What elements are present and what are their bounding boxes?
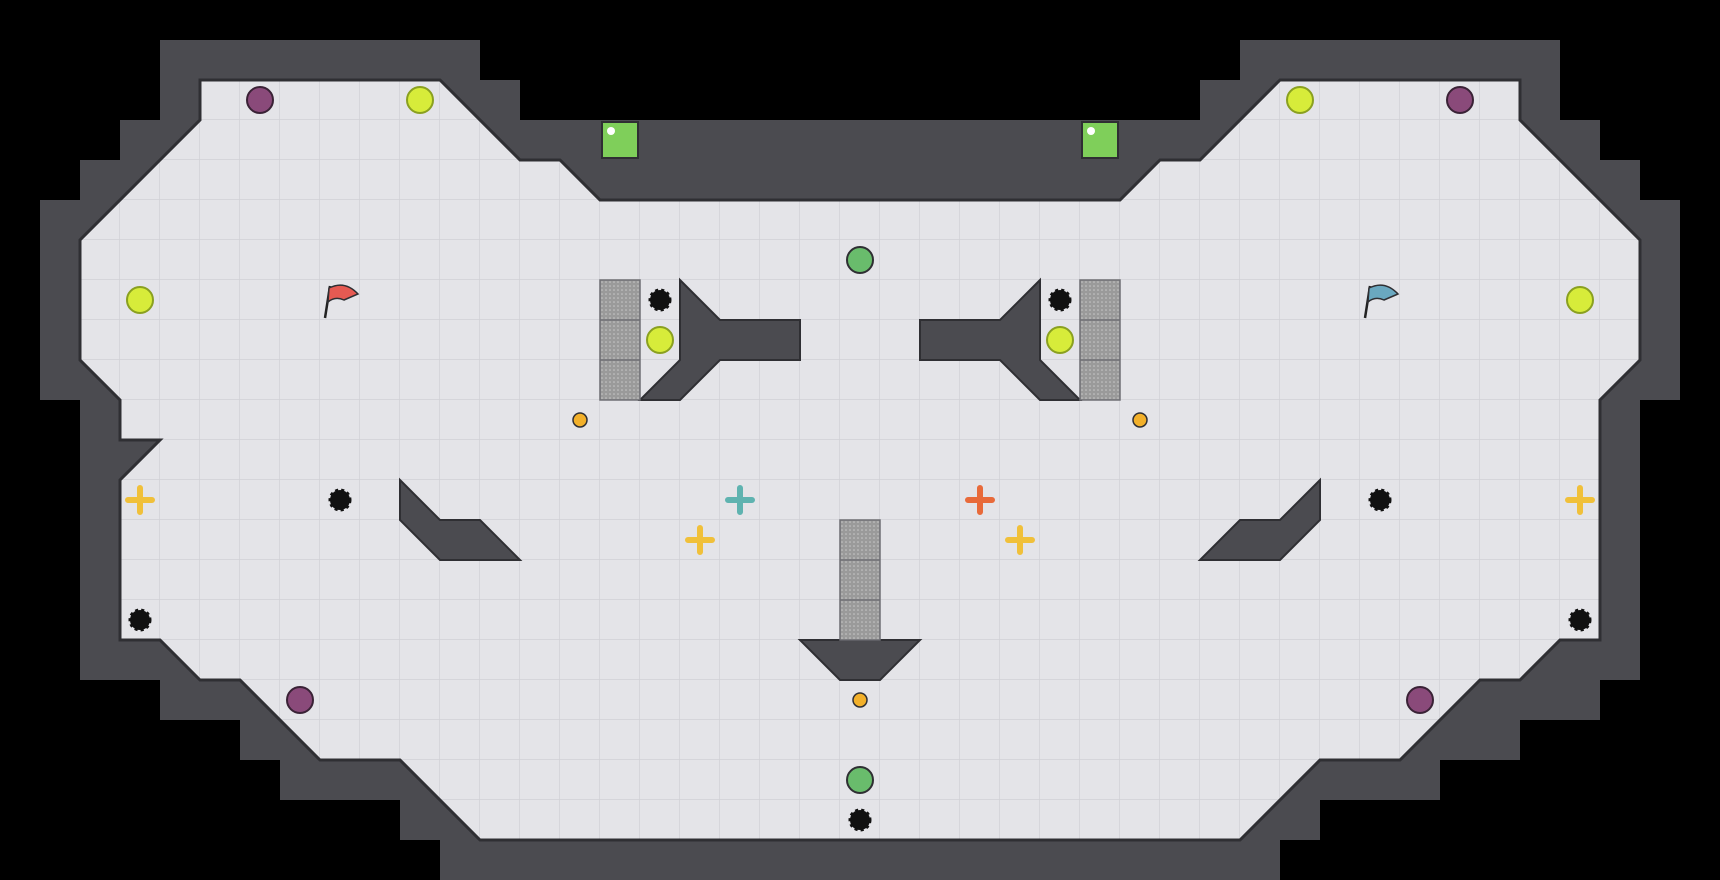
spike-icon: [848, 808, 872, 832]
boost-red-icon: [965, 485, 995, 515]
wall-ramp-right: [1197, 477, 1321, 561]
boost-icon: [1005, 525, 1035, 555]
boost-blue-icon: [725, 485, 755, 515]
tokens: [572, 412, 1148, 708]
spike-icon: [128, 608, 152, 632]
boost-icon: [685, 525, 715, 555]
boost-icon: [1565, 485, 1595, 515]
portal-icon: [601, 121, 639, 159]
gate-right: [1079, 279, 1121, 401]
powerup-icon: [846, 766, 874, 794]
spike-icon: [1368, 488, 1392, 512]
wall-ramp-left: [399, 477, 523, 561]
speed-pad-icon: [126, 286, 154, 314]
bomb-icon: [1406, 686, 1434, 714]
speed-pads: [126, 86, 1594, 354]
powerup-icon: [846, 246, 874, 274]
bombs: [246, 86, 1474, 714]
spikes: [128, 288, 1592, 832]
portal-icon: [1081, 121, 1119, 159]
speed-pad-icon: [646, 326, 674, 354]
token-icon: [1132, 412, 1148, 428]
token-icon: [572, 412, 588, 428]
gate-left: [599, 279, 641, 401]
gate-center: [839, 519, 881, 641]
speed-pad-icon: [406, 86, 434, 114]
spike-icon: [1048, 288, 1072, 312]
spike-icon: [648, 288, 672, 312]
boosts: [125, 485, 1595, 555]
blue-flag-icon: [1363, 284, 1400, 319]
spike-icon: [328, 488, 352, 512]
speed-pad-icon: [1286, 86, 1314, 114]
arena-floor: [78, 78, 1642, 842]
token-icon: [852, 692, 868, 708]
portals: [601, 121, 1119, 159]
wall-block-right: [919, 277, 1083, 401]
bomb-icon: [286, 686, 314, 714]
speed-pad-icon: [1566, 286, 1594, 314]
red-flag-icon: [323, 284, 360, 319]
spike-icon: [1568, 608, 1592, 632]
gates: [599, 279, 1121, 641]
boost-icon: [125, 485, 155, 515]
powerups: [846, 246, 874, 794]
wall-block-left: [637, 277, 801, 401]
bomb-icon: [1446, 86, 1474, 114]
bomb-icon: [246, 86, 274, 114]
speed-pad-icon: [1046, 326, 1074, 354]
interior-walls: [399, 277, 1321, 681]
